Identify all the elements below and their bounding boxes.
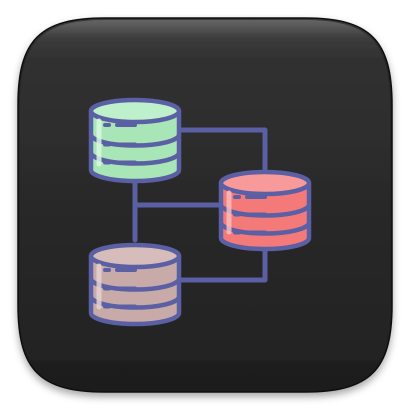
database-top (218, 169, 312, 197)
database-top (88, 97, 182, 125)
database-red-icon (218, 169, 312, 252)
database-top (88, 242, 182, 270)
connector-lines (132, 127, 268, 283)
database-green-icon (88, 97, 182, 184)
database-mauve-icon (88, 242, 182, 327)
